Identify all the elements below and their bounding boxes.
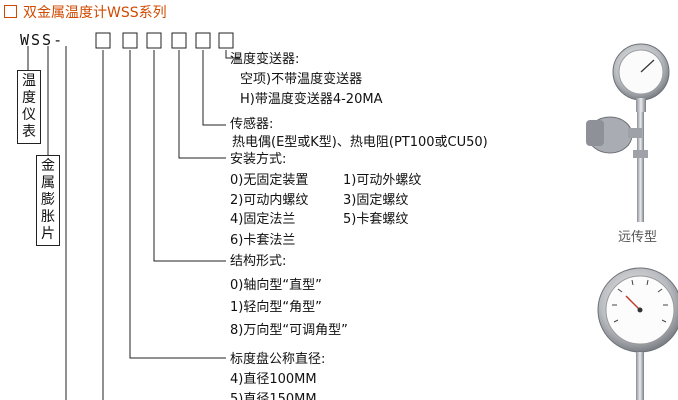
label-char: 金 xyxy=(41,158,55,174)
mounting-option: 0)无固定装置 xyxy=(230,173,309,188)
label-char: 片 xyxy=(41,226,55,242)
label-char: 属 xyxy=(41,175,55,191)
sensor-option: 热电偶(E型或K型)、热电阻(PT100或CU50) xyxy=(232,135,488,150)
dial-option: 5)直径150MM xyxy=(230,392,317,400)
bimetal-strip-label: 金属膨胀片 xyxy=(36,155,60,246)
thermometer-label-text: 温度仪表 xyxy=(18,73,40,141)
mounting-option: 4)固定法兰 xyxy=(230,212,296,227)
label-char: 表 xyxy=(22,124,36,140)
model-code-prefix: WSS- xyxy=(20,31,65,49)
mounting-option: 3)固定螺纹 xyxy=(343,193,409,208)
title-text: 双金属温度计WSS系列 xyxy=(23,5,167,21)
diagram-title: 双金属温度计WSS系列 xyxy=(4,5,167,21)
mounting-option: 1)可动外螺纹 xyxy=(343,173,422,188)
dial-heading: 标度盘公称直径: xyxy=(230,352,326,367)
label-char: 温 xyxy=(22,73,36,89)
structure-option: 0)轴向型“直型” xyxy=(230,278,322,293)
label-char: 胀 xyxy=(41,209,55,225)
dial-option: 4)直径100MM xyxy=(230,372,317,387)
sensor-heading: 传感器: xyxy=(230,117,274,132)
transmitter-heading: 温度变送器: xyxy=(230,52,300,67)
mounting-option: 5)卡套螺纹 xyxy=(343,212,409,227)
mounting-heading: 安装方式: xyxy=(230,152,287,167)
structure-heading: 结构形式: xyxy=(230,254,287,269)
thermometer-label: 温度仪表 xyxy=(17,70,41,144)
bimetal-strip-label-text: 金属膨胀片 xyxy=(37,158,59,243)
label-char: 仪 xyxy=(22,107,36,123)
mounting-option: 2)可动内螺纹 xyxy=(230,193,309,208)
label-char: 膨 xyxy=(41,192,55,208)
label-char: 度 xyxy=(22,90,36,106)
remote-type-caption: 远传型 xyxy=(618,230,658,245)
structure-option: 8)万向型“可调角型” xyxy=(230,323,348,338)
transmitter-option: H)带温度变送器4-20MA xyxy=(240,92,383,107)
transmitter-option: 空项)不带温度变送器 xyxy=(240,72,363,87)
mounting-option: 6)卡套法兰 xyxy=(230,233,296,248)
structure-option: 1)轻向型“角型” xyxy=(230,300,322,315)
square-icon xyxy=(4,5,17,18)
